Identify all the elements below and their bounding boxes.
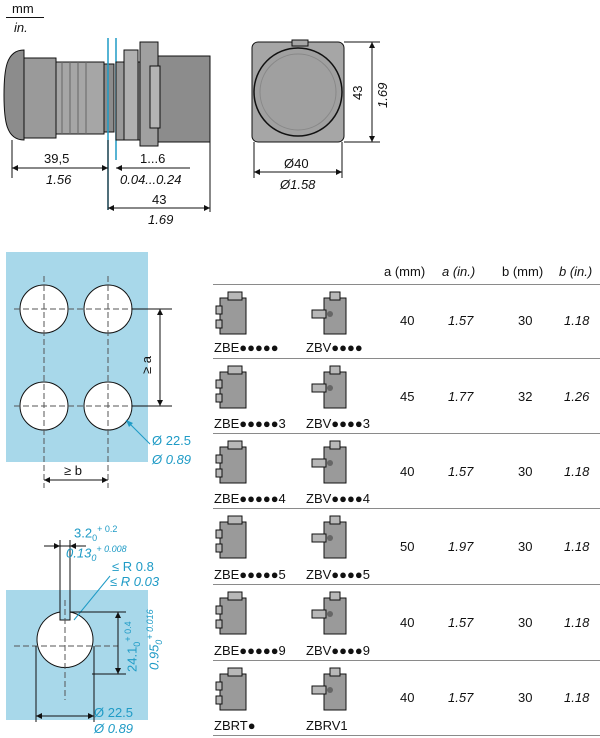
row5-right-ref: ZBV●●●●9 bbox=[306, 643, 370, 658]
cutout-hole-mm: Ø 22.5 bbox=[94, 705, 134, 720]
unit-divider bbox=[6, 17, 44, 18]
block-zbe-row4 bbox=[215, 515, 247, 559]
notch-in-tol-upper: + 0.008 bbox=[96, 544, 127, 554]
dim-panel-mm: 1...6 bbox=[140, 151, 166, 166]
row5-b-mm: 30 bbox=[518, 615, 533, 630]
row1-a-in: 1.57 bbox=[448, 313, 474, 328]
row2-a-mm: 45 bbox=[400, 389, 415, 404]
row2-left-ref: ZBE●●●●●3 bbox=[214, 416, 286, 431]
row2-b-in: 1.26 bbox=[564, 389, 590, 404]
head-collar bbox=[23, 57, 57, 139]
table-rule bbox=[213, 433, 600, 434]
dim-length-mm: 39,5 bbox=[44, 151, 70, 166]
row3-b-in: 1.18 bbox=[564, 464, 590, 479]
row6-a-mm: 40 bbox=[400, 690, 415, 705]
row6-b-mm: 30 bbox=[518, 690, 533, 705]
row4-left-ref: ZBE●●●●●5 bbox=[214, 567, 286, 582]
radius-in: ≤ R 0.03 bbox=[110, 574, 160, 589]
block-zbrv-row6 bbox=[311, 667, 347, 711]
row3-b-mm: 30 bbox=[518, 464, 533, 479]
block-zbe-row5 bbox=[215, 591, 247, 635]
unit-mm-label: mm bbox=[12, 1, 34, 16]
spacing-hole-mm: Ø 22.5 bbox=[152, 433, 192, 448]
row4-b-mm: 30 bbox=[518, 539, 533, 554]
head-neck bbox=[103, 63, 115, 133]
block-zbrt-row6 bbox=[215, 667, 247, 711]
row1-right-ref: ZBV●●●● bbox=[306, 340, 363, 355]
row1-left-ref: ZBE●●●●● bbox=[214, 340, 279, 355]
row5-left-ref: ZBE●●●●●9 bbox=[214, 643, 286, 658]
notch-mm: 3.20+ 0.2 bbox=[74, 525, 117, 543]
block-zbe-row3 bbox=[215, 440, 247, 484]
col-header-b-in: b (in.) bbox=[559, 264, 593, 279]
dim-body-in: 1.69 bbox=[148, 212, 174, 227]
row3-right-ref: ZBV●●●●4 bbox=[306, 491, 370, 506]
spacing-b-label: ≥ b bbox=[64, 463, 82, 478]
row3-left-ref: ZBE●●●●●4 bbox=[214, 491, 286, 506]
notch-in: 0.130+ 0.008 bbox=[66, 545, 127, 563]
notch-mm-value: 3.2 bbox=[74, 525, 93, 541]
front-round-head bbox=[253, 47, 343, 137]
mushroom-head bbox=[3, 49, 25, 141]
row2-right-ref: ZBV●●●●3 bbox=[306, 416, 370, 431]
row2-a-in: 1.77 bbox=[448, 389, 474, 404]
notch-in-value: 0.13 bbox=[66, 545, 92, 561]
block-zbv-row2 bbox=[311, 365, 347, 409]
block-zbv-row5 bbox=[311, 591, 347, 635]
row4-b-in: 1.18 bbox=[564, 539, 590, 554]
notch-mm-tol-upper: + 0.2 bbox=[97, 524, 118, 534]
row5-b-in: 1.18 bbox=[564, 615, 590, 630]
dim-dia-in: Ø1.58 bbox=[280, 177, 316, 192]
row3-a-in: 1.57 bbox=[448, 464, 474, 479]
panel-area bbox=[6, 252, 148, 462]
block-zbv-row4 bbox=[311, 515, 347, 559]
row6-left-ref: ZBRT● bbox=[214, 718, 256, 733]
block-zbe-row1 bbox=[215, 291, 247, 335]
row4-right-ref: ZBV●●●●5 bbox=[306, 567, 370, 582]
table-rule bbox=[213, 508, 600, 509]
dim-dia-mm: Ø40 bbox=[284, 156, 309, 171]
table-rule bbox=[213, 660, 600, 661]
block-zbe-row2 bbox=[215, 365, 247, 409]
head-body bbox=[55, 61, 105, 135]
row1-b-mm: 30 bbox=[518, 313, 533, 328]
radius-mm: ≤ R 0.8 bbox=[112, 559, 154, 574]
block-zbv-row3 bbox=[311, 440, 347, 484]
cutout-hole-in: Ø 0.89 bbox=[94, 721, 134, 736]
row1-a-mm: 40 bbox=[400, 313, 415, 328]
row5-a-in: 1.57 bbox=[448, 615, 474, 630]
spacing-hole-in: Ø 0.89 bbox=[152, 452, 192, 467]
table-rule-top bbox=[213, 284, 600, 285]
table-rule bbox=[213, 358, 600, 359]
row2-b-mm: 32 bbox=[518, 389, 533, 404]
col-header-b-mm: b (mm) bbox=[502, 264, 544, 279]
row6-right-ref: ZBRV1 bbox=[306, 718, 348, 733]
table-rule bbox=[213, 584, 600, 585]
row4-a-mm: 50 bbox=[400, 539, 415, 554]
row6-b-in: 1.18 bbox=[564, 690, 590, 705]
dim-length-in: 1.56 bbox=[46, 172, 72, 187]
notch-mm-tol-lower: 0 bbox=[92, 532, 98, 543]
dim-panel-in: 0.04...0.24 bbox=[120, 172, 182, 187]
notch-in-tol-lower: 0 bbox=[91, 552, 97, 563]
unit-in-label: in. bbox=[14, 20, 28, 35]
row4-a-in: 1.97 bbox=[448, 539, 474, 554]
row6-a-in: 1.57 bbox=[448, 690, 474, 705]
row5-a-mm: 40 bbox=[400, 615, 415, 630]
block-zbv-row1 bbox=[311, 291, 347, 335]
contact-block bbox=[157, 55, 211, 143]
row1-b-in: 1.18 bbox=[564, 313, 590, 328]
table-rule-bottom bbox=[213, 735, 600, 736]
col-header-a-mm: a (mm) bbox=[384, 264, 426, 279]
row3-a-mm: 40 bbox=[400, 464, 415, 479]
dim-body-mm: 43 bbox=[152, 192, 167, 207]
col-header-a-in: a (in.) bbox=[442, 264, 476, 279]
